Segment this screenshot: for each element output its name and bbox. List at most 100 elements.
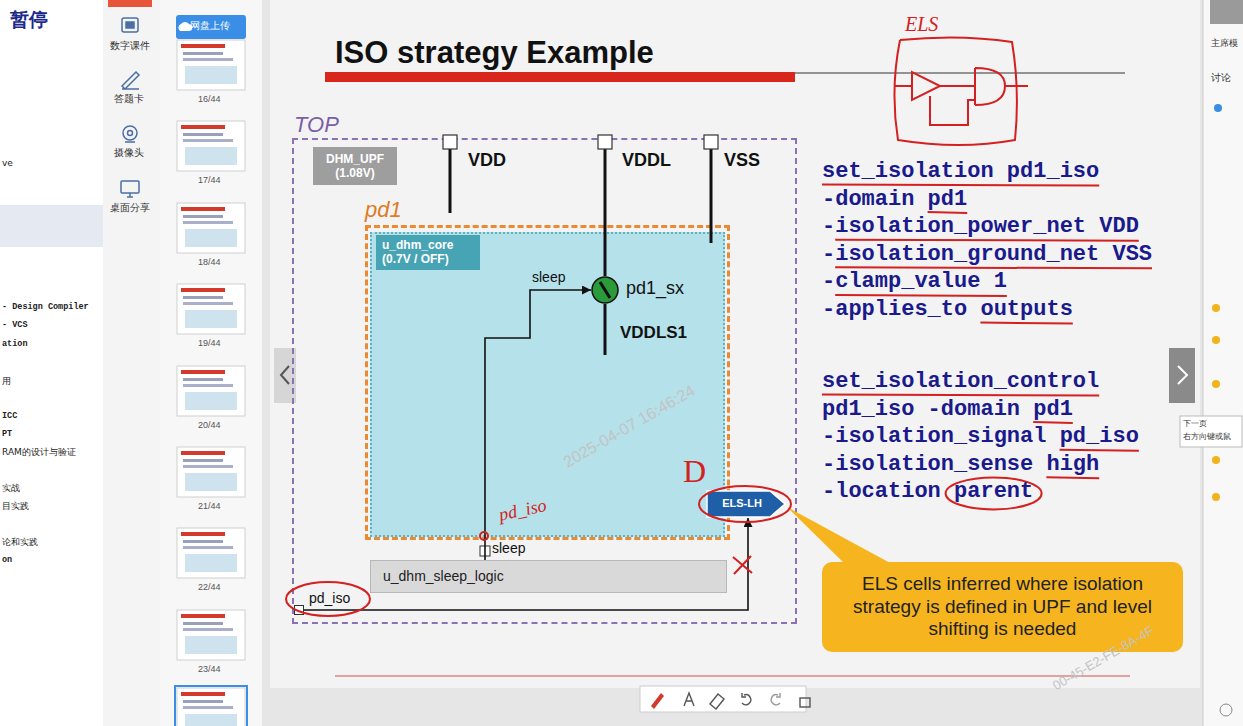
handwritten-mark	[940, 85, 975, 87]
handwritten-underline	[835, 240, 1139, 241]
handwritten-note: D	[683, 452, 706, 490]
els-cell: ELS-LH	[706, 490, 786, 518]
handwritten-mark	[1005, 85, 1028, 87]
block-name: u_dhm_sleep_logic	[383, 568, 504, 585]
panel-label: 讨论	[1211, 72, 1231, 84]
pause-status: 暂停	[10, 8, 48, 31]
handwritten-underline	[1033, 422, 1073, 423]
handwritten-underline	[1060, 450, 1139, 451]
callout-pointer	[787, 507, 892, 564]
power-rail	[604, 149, 607, 276]
handwritten-mark	[912, 72, 940, 100]
page-number: 22/44	[198, 582, 221, 593]
switch-name: pd1_sx	[626, 278, 684, 300]
page-number: 23/44	[198, 664, 221, 675]
slide-thumbnails	[175, 40, 247, 726]
panel-label: 主席模	[1211, 38, 1238, 49]
course-item: ve	[2, 158, 13, 169]
course-item: RAM的设计与验证	[2, 447, 76, 458]
tool-label: 桌面分享	[110, 202, 150, 214]
net-name: VDDLS1	[620, 323, 687, 343]
code-line: -isolation_ground_net VSS	[822, 242, 1152, 268]
handwritten-underline	[822, 395, 1099, 396]
course-item: PT	[2, 429, 12, 439]
annotation-toolbar	[640, 686, 810, 712]
power-rail	[710, 149, 713, 243]
page-number: 21/44	[198, 501, 221, 512]
supply-pad	[704, 135, 718, 149]
domain-label: DHM_UPF (1.08V)	[317, 152, 393, 181]
handwritten-mark	[699, 486, 791, 522]
net-name: VDDL	[622, 150, 671, 172]
course-item: ation	[2, 339, 28, 349]
net-name: VSS	[724, 150, 760, 172]
course-item: ICC	[2, 411, 17, 421]
tooltip-text: 右方向键或鼠	[1183, 432, 1231, 441]
top-region: TOPDHM_UPF (1.08V)pd1u_dhm_core (0.7V / …	[292, 138, 797, 624]
tool-label: 答题卡	[114, 93, 144, 105]
region-heading: pd1	[365, 197, 402, 223]
signal-wire	[485, 290, 591, 560]
slide-title: ISO strategy Example	[335, 34, 654, 71]
power-rail	[604, 304, 607, 355]
callout-text: ELS cells inferred where isolation strat…	[832, 573, 1173, 641]
net-name: VDD	[468, 150, 506, 172]
code-line: set_isolation pd1_iso	[822, 159, 1099, 185]
power-rail	[449, 149, 452, 213]
handwritten-underline	[928, 212, 968, 213]
handwritten-mark	[733, 556, 752, 574]
code-line: -applies_to outputs	[822, 297, 1073, 323]
course-item: 论和实践	[2, 537, 38, 548]
region-heading: TOP	[294, 112, 339, 138]
page-number: 16/44	[198, 94, 221, 105]
pin-name: sleep	[492, 540, 525, 557]
code-line: -isolation_sense high	[822, 452, 1099, 478]
signal-wire	[304, 518, 748, 610]
course-item: - Design Compiler	[2, 302, 89, 312]
button-label: 网盘上传	[190, 20, 230, 32]
handwritten-mark	[894, 37, 1016, 145]
course-item: 用	[2, 376, 11, 387]
handwritten-underline	[822, 185, 1099, 186]
page-number: 19/44	[198, 338, 221, 349]
pin-name: sleep	[532, 269, 565, 286]
course-item: on	[2, 555, 12, 565]
code-line: -isolation_power_net VDD	[822, 214, 1139, 240]
tool-label: 摄像头	[114, 147, 144, 159]
handwritten-mark	[286, 582, 370, 616]
page-number: 18/44	[198, 257, 221, 268]
handwritten-mark	[975, 68, 1005, 105]
code-line: -domain pd1	[822, 187, 967, 213]
handwritten-mark	[480, 532, 488, 540]
sleep-logic-box: u_dhm_sleep_logic	[370, 560, 727, 593]
code-line: set_isolation_control	[822, 369, 1099, 395]
handwritten-mark	[930, 96, 975, 125]
cell-name: ELS-LH	[722, 497, 762, 510]
handwritten-mark	[895, 85, 912, 87]
block-tag: u_dhm_core (0.7V / OFF)	[376, 235, 480, 270]
handwritten-underline	[1046, 477, 1099, 478]
course-item: - VCS	[2, 320, 28, 330]
upload-button	[176, 15, 246, 39]
handwritten-note: ELS	[905, 12, 938, 36]
power-switch: pd1_sx	[591, 276, 619, 304]
code-line: -clamp_value 1	[822, 269, 1007, 295]
code-line: pd1_iso -domain pd1	[822, 397, 1073, 423]
domain-label-box: DHM_UPF (1.08V)	[313, 147, 397, 185]
tool-label: 数字课件	[110, 40, 150, 52]
chat-icons	[1212, 104, 1232, 716]
supply-pad	[598, 135, 612, 149]
supply-pad	[443, 135, 457, 149]
course-item: 实战	[2, 483, 20, 494]
handwritten-underline	[980, 323, 1072, 324]
course-item: 目实践	[2, 501, 29, 512]
code-line: -location parent	[822, 479, 1033, 505]
switch-symbol	[591, 276, 619, 304]
code-line: -isolation_signal pd_iso	[822, 424, 1139, 450]
page-number: 20/44	[198, 420, 221, 431]
tooltip-text: 下一页	[1183, 419, 1207, 429]
handwritten-underline	[835, 267, 1152, 268]
page-number: 17/44	[198, 175, 221, 186]
